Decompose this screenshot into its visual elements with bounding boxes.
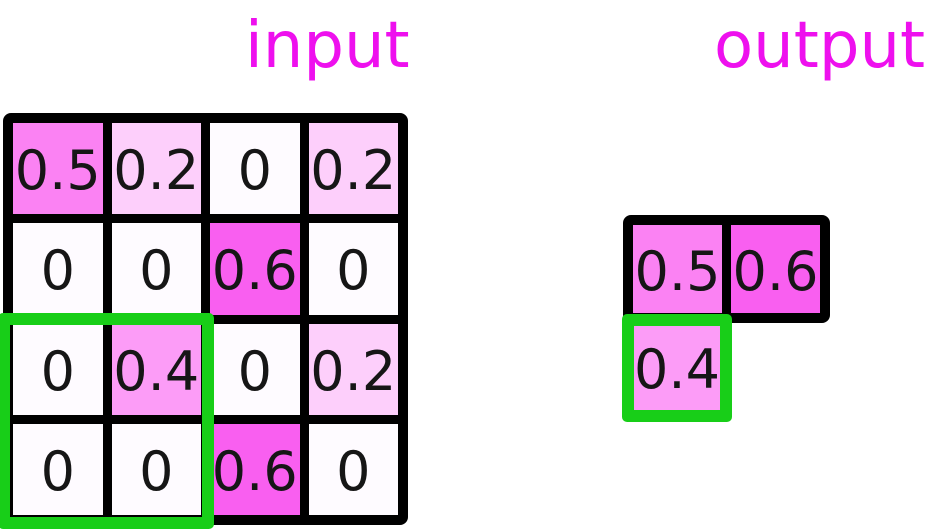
input-cell: 0.6 <box>210 223 300 315</box>
input-cell: 0 <box>210 323 300 415</box>
input-cell: 0.2 <box>308 323 398 415</box>
input-cell: 0 <box>111 423 201 515</box>
input-cell: 0 <box>13 423 103 515</box>
input-title: input <box>245 9 410 83</box>
input-cell: 0 <box>308 423 398 515</box>
input-cell: 0.2 <box>308 123 398 215</box>
input-cell: 0.4 <box>111 323 201 415</box>
input-cell: 0 <box>13 223 103 315</box>
input-cell: 0 <box>13 323 103 415</box>
input-cell: 0 <box>210 123 300 215</box>
input-cell: 0.5 <box>13 123 103 215</box>
output-highlight-cell: 0.4 <box>622 314 732 422</box>
input-cell: 0 <box>111 223 201 315</box>
output-title: output <box>714 9 926 83</box>
output-cell: 0.5 <box>633 225 722 313</box>
output-cell: 0.6 <box>731 225 820 313</box>
input-cell: 0.2 <box>111 123 201 215</box>
input-cell: 0 <box>308 223 398 315</box>
input-cell: 0.6 <box>210 423 300 515</box>
